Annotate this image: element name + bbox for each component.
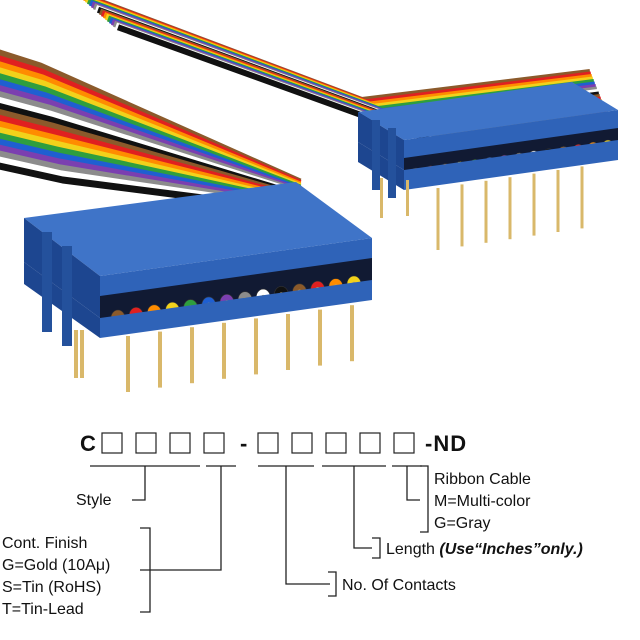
connector-pin (532, 173, 536, 236)
label-finish-gold: G=Gold (10Aμ) (2, 557, 110, 574)
part-number-box (359, 432, 381, 454)
connector-pin (460, 184, 464, 247)
ribbon-cable-assembly-illustration (0, 0, 618, 392)
leader-finish (140, 466, 222, 571)
bracket-contacts (328, 571, 337, 597)
label-ribbon-multicolor: M=Multi-color (434, 493, 531, 510)
connector-pin (80, 330, 84, 378)
bracket-finish (140, 527, 151, 613)
connector-pin (74, 330, 78, 378)
label-length: Length (386, 541, 439, 558)
label-style: Style (76, 492, 112, 509)
leader-length (353, 466, 372, 549)
label-contacts: No. Of Contacts (342, 577, 456, 594)
part-number-box (325, 432, 347, 454)
connector-pin (580, 166, 584, 229)
part-number-box (257, 432, 279, 454)
part-number-prefix: C (80, 431, 97, 456)
connector-pin (556, 170, 560, 232)
connector-pin (190, 327, 194, 384)
part-number-suffix: -ND (425, 431, 467, 456)
connector-pin (222, 322, 226, 379)
part-number-box (203, 432, 225, 454)
pins-left (74, 305, 354, 392)
connector-pin (254, 318, 258, 375)
label-ribbon-gray: G=Gray (434, 515, 490, 532)
label-finish-tin-lead: T=Tin-Lead (2, 601, 84, 618)
leader-contacts (285, 466, 330, 585)
leader-style (132, 466, 146, 501)
part-number-boxes-style-finish (101, 432, 225, 454)
connector-pin (406, 180, 409, 216)
connector-right (358, 82, 618, 250)
leader-ribbon (406, 466, 420, 501)
part-number-box (393, 432, 415, 454)
label-length-note: (Use“Inches”only.) (439, 541, 582, 558)
label-finish-tin: S=Tin (RoHS) (2, 579, 101, 596)
connector-pin (158, 331, 162, 388)
part-number-boxes-contacts-length-ribbon (257, 432, 415, 454)
part-number-box (135, 432, 157, 454)
label-cont-finish: Cont. Finish (2, 535, 87, 552)
bracket-ribbon (420, 465, 429, 533)
connector-pin (318, 309, 322, 366)
legend: Style Cont. Finish G=Gold (10Aμ) S=Tin (… (2, 471, 583, 618)
connector-left (24, 182, 372, 392)
part-number-dash: - (240, 431, 248, 456)
label-length-row: Length (Use“Inches”only.) (386, 541, 583, 558)
connector-pin (508, 177, 512, 240)
connector-pin (380, 178, 383, 218)
connector-pin (350, 305, 354, 362)
bracket-length (372, 537, 381, 559)
connector-pin (484, 180, 488, 243)
part-number-box (101, 432, 123, 454)
connector-pin (436, 188, 440, 250)
connector-pin (126, 336, 130, 392)
part-number-box (169, 432, 191, 454)
leader-lines (90, 465, 429, 613)
part-number: C - -ND (80, 431, 467, 456)
pins-right (380, 166, 584, 250)
label-ribbon-cable: Ribbon Cable (434, 471, 531, 488)
connector-pin (286, 314, 290, 370)
part-number-box (291, 432, 313, 454)
